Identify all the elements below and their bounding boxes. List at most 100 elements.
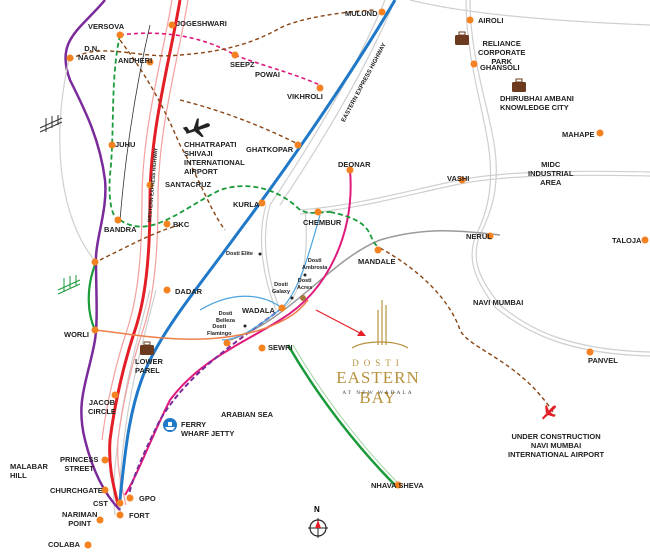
new-airport-plane-icon — [542, 404, 556, 420]
magenta-line — [124, 169, 352, 496]
label-ghansoli: GHANSOLI — [480, 63, 520, 72]
station-mandale — [374, 246, 382, 254]
brown-dashed-lines — [69, 9, 556, 416]
station-vikhroli — [316, 84, 324, 92]
station-jacob-circle — [111, 391, 119, 399]
label-sewri: SEWRI — [268, 343, 293, 352]
station-bkc — [163, 220, 171, 228]
label-dosti-ambrosia: Dosti Ambrosia — [302, 258, 328, 271]
station-colaba — [84, 541, 92, 549]
briefcase-icon-dhirubhai — [512, 78, 526, 92]
station-airoli — [466, 16, 474, 24]
label-malabar-hill: MALABAR HILL — [10, 462, 48, 480]
label-airport: CHHATRAPATI SHIVAJI INTERNATIONAL AIRPOR… — [184, 140, 245, 176]
label-colaba: COLABA — [48, 540, 81, 549]
airport-plane-icon — [182, 118, 210, 138]
station-versova — [116, 31, 124, 39]
station-dadar — [163, 286, 171, 294]
label-dn-nagar: D.N. NAGAR — [78, 44, 106, 62]
label-dhirubhai: DHIRUBHAI AMBANI KNOWLEDGE CITY — [500, 94, 574, 112]
dot-dosti-elite — [258, 252, 262, 256]
station-ghatkopar — [294, 141, 302, 149]
label-vashi: VASHI — [447, 174, 470, 183]
label-ghatkopar: GHATKOPAR — [246, 145, 294, 154]
label-arabian-sea: ARABIAN SEA — [221, 410, 274, 419]
station-vashi — [458, 176, 466, 184]
label-kurla: KURLA — [233, 200, 260, 209]
station-dn-nagar — [66, 54, 74, 62]
station-gpo — [126, 494, 134, 502]
label-princess-street: PRINCESS STREET — [60, 455, 99, 473]
station-taloja — [641, 236, 649, 244]
thin-road — [119, 24, 151, 221]
station-panvel — [586, 348, 594, 356]
light-blue-loop — [199, 295, 283, 311]
label-midc: MIDC INDUSTRIAL AREA — [528, 160, 574, 187]
label-mulund: MULUND — [345, 9, 378, 18]
label-nerul: NERUL — [466, 232, 492, 241]
label-vikhroli: VIKHROLI — [287, 92, 323, 101]
label-nariman-point: NARIMAN POINT — [62, 510, 98, 528]
bridge-icon-versova — [39, 115, 63, 133]
label-bandra: BANDRA — [104, 225, 137, 234]
label-deonar: DEONAR — [338, 160, 371, 169]
station-mulund — [378, 8, 386, 16]
label-bkc: BKC — [173, 220, 190, 229]
station-nariman-point — [96, 516, 104, 524]
pink-dashed-line — [119, 32, 321, 86]
station-santacruz — [146, 181, 154, 189]
dosti-tower-icon — [351, 300, 409, 349]
logo-title: EASTERN BAY — [336, 368, 420, 407]
label-versova: VERSOVA — [88, 22, 125, 31]
coast-outline — [59, 54, 97, 263]
north-compass-icon — [308, 518, 328, 538]
label-mahape: MAHAPE — [562, 130, 595, 139]
label-jacob-circle: JACOB CIRCLE — [88, 398, 116, 416]
station-chembur — [314, 208, 322, 216]
label-lower-parel: LOWER PAREL — [135, 357, 163, 375]
dosti-project-dots — [243, 252, 307, 328]
sea-link — [87, 261, 98, 331]
label-santacruz: SANTACRUZ — [165, 180, 212, 189]
label-worli: WORLI — [64, 330, 89, 339]
label-wadala: WADALA — [242, 306, 275, 315]
station-cst — [116, 499, 124, 507]
logo-brand: DOSTI — [352, 358, 404, 368]
pointer-arrow — [315, 309, 361, 334]
label-dosti-elite: Dosti Elite — [226, 251, 253, 257]
pointer-arrowhead — [357, 330, 366, 336]
road-navi-mumbai — [229, 230, 501, 341]
label-gpo: GPO — [139, 494, 156, 503]
station-worli-north — [91, 258, 99, 266]
rail-tracks — [113, 0, 650, 516]
label-airoli: AIROLI — [478, 16, 504, 25]
western-railway — [101, 0, 189, 506]
station-juhu — [108, 141, 116, 149]
label-churchgate: CHURCHGATE — [50, 486, 103, 495]
station-seepz — [231, 51, 239, 59]
briefcase-icon-reliance — [455, 31, 469, 45]
station-nhava-sheva — [394, 481, 402, 489]
trans-harbour-link-edge — [292, 344, 401, 486]
label-powai: POWAI — [255, 70, 281, 79]
label-taloja: TALOJA — [612, 236, 642, 245]
dot-dosti-galaxy — [290, 296, 294, 300]
label-new-airport: UNDER CONSTRUCTION NAVI MUMBAI INTERNATI… — [508, 432, 605, 459]
label-jogeshwari: JOGESHWARI — [176, 19, 227, 28]
station-mahape — [596, 129, 604, 137]
label-mandale: MANDALE — [358, 257, 396, 266]
label-dosti-belleza: Dosti Belleza — [216, 311, 235, 324]
logo-subtitle: AT NEW WADALA — [342, 390, 414, 396]
label-dosti-acres: Dosti Acres — [297, 278, 313, 291]
station-jogeshwari — [168, 21, 176, 29]
station-bandra — [114, 216, 122, 224]
label-dosti-galaxy: Dosti Galaxy — [272, 282, 291, 295]
label-dosti-flamingo: Dosti Flamingo — [207, 324, 232, 337]
station-worli — [91, 326, 99, 334]
green-dashed-line-east — [329, 211, 381, 249]
label-chembur: CHEMBUR — [303, 218, 342, 227]
label-juhu: JUHU — [115, 140, 136, 149]
station-dosti-flamingo — [223, 339, 231, 347]
label-navi-mumbai: NAVI MUMBAI — [473, 298, 524, 307]
